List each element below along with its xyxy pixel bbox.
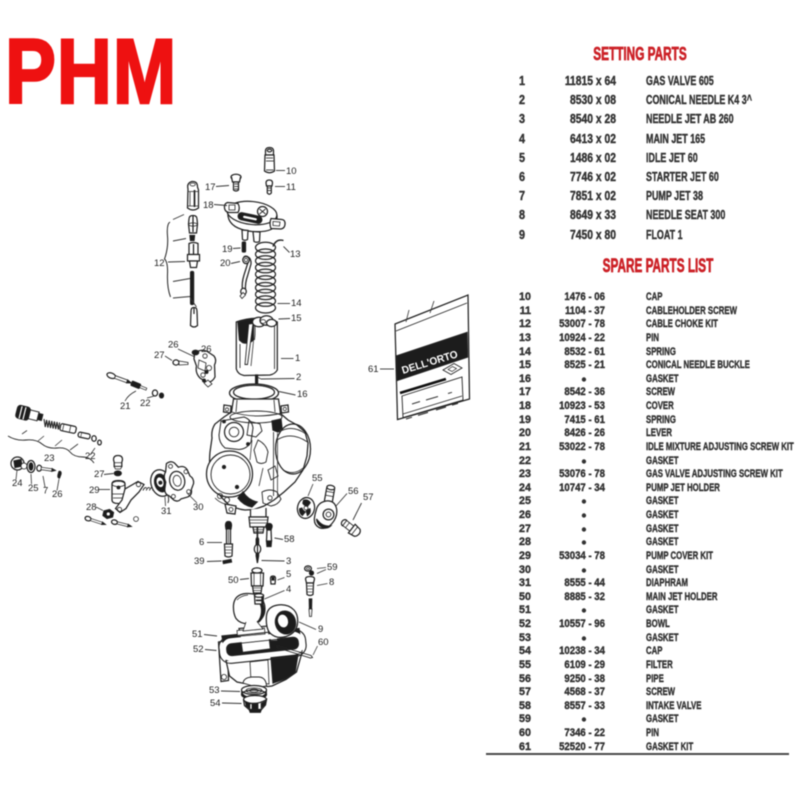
svg-text:31: 31	[161, 506, 172, 517]
svg-text:23: 23	[44, 453, 55, 464]
svg-text:18: 18	[203, 200, 214, 211]
svg-text:15: 15	[291, 313, 302, 324]
svg-text:26: 26	[52, 489, 63, 500]
svg-text:3: 3	[286, 556, 291, 567]
svg-text:26: 26	[168, 340, 179, 351]
svg-text:10: 10	[286, 166, 297, 177]
svg-text:52: 52	[193, 644, 204, 655]
svg-text:29: 29	[89, 485, 100, 496]
svg-text:6: 6	[199, 537, 204, 548]
svg-text:59: 59	[327, 562, 338, 573]
svg-text:11: 11	[286, 182, 296, 193]
svg-text:56: 56	[348, 486, 359, 497]
svg-text:50: 50	[228, 575, 239, 586]
svg-text:51: 51	[192, 629, 203, 640]
svg-text:7: 7	[43, 486, 48, 497]
svg-text:30: 30	[193, 502, 204, 513]
svg-text:20: 20	[220, 258, 231, 269]
svg-text:4: 4	[286, 584, 291, 595]
svg-text:2: 2	[296, 372, 301, 383]
svg-text:24: 24	[12, 478, 23, 489]
svg-text:12: 12	[154, 258, 165, 269]
svg-text:22: 22	[85, 451, 96, 462]
svg-text:39: 39	[194, 556, 205, 567]
svg-text:19: 19	[222, 244, 233, 255]
svg-text:55: 55	[312, 473, 323, 484]
svg-text:26: 26	[201, 344, 212, 355]
svg-text:14: 14	[291, 298, 302, 309]
svg-text:16: 16	[297, 389, 308, 400]
svg-text:13: 13	[290, 249, 301, 260]
svg-text:1: 1	[295, 353, 300, 364]
svg-text:57: 57	[363, 492, 374, 503]
svg-text:54: 54	[210, 698, 221, 709]
svg-text:60: 60	[318, 637, 329, 648]
svg-text:17: 17	[205, 182, 216, 193]
svg-text:5: 5	[286, 569, 291, 580]
svg-text:21: 21	[120, 401, 131, 412]
svg-text:58: 58	[284, 534, 295, 545]
svg-text:53: 53	[209, 685, 220, 696]
svg-text:61: 61	[368, 364, 379, 375]
svg-text:27: 27	[94, 469, 105, 480]
svg-text:28: 28	[86, 502, 97, 513]
svg-text:9: 9	[318, 624, 323, 635]
svg-text:27: 27	[154, 350, 165, 361]
svg-text:22: 22	[140, 398, 151, 409]
svg-text:25: 25	[28, 483, 39, 494]
svg-text:8: 8	[329, 577, 334, 588]
